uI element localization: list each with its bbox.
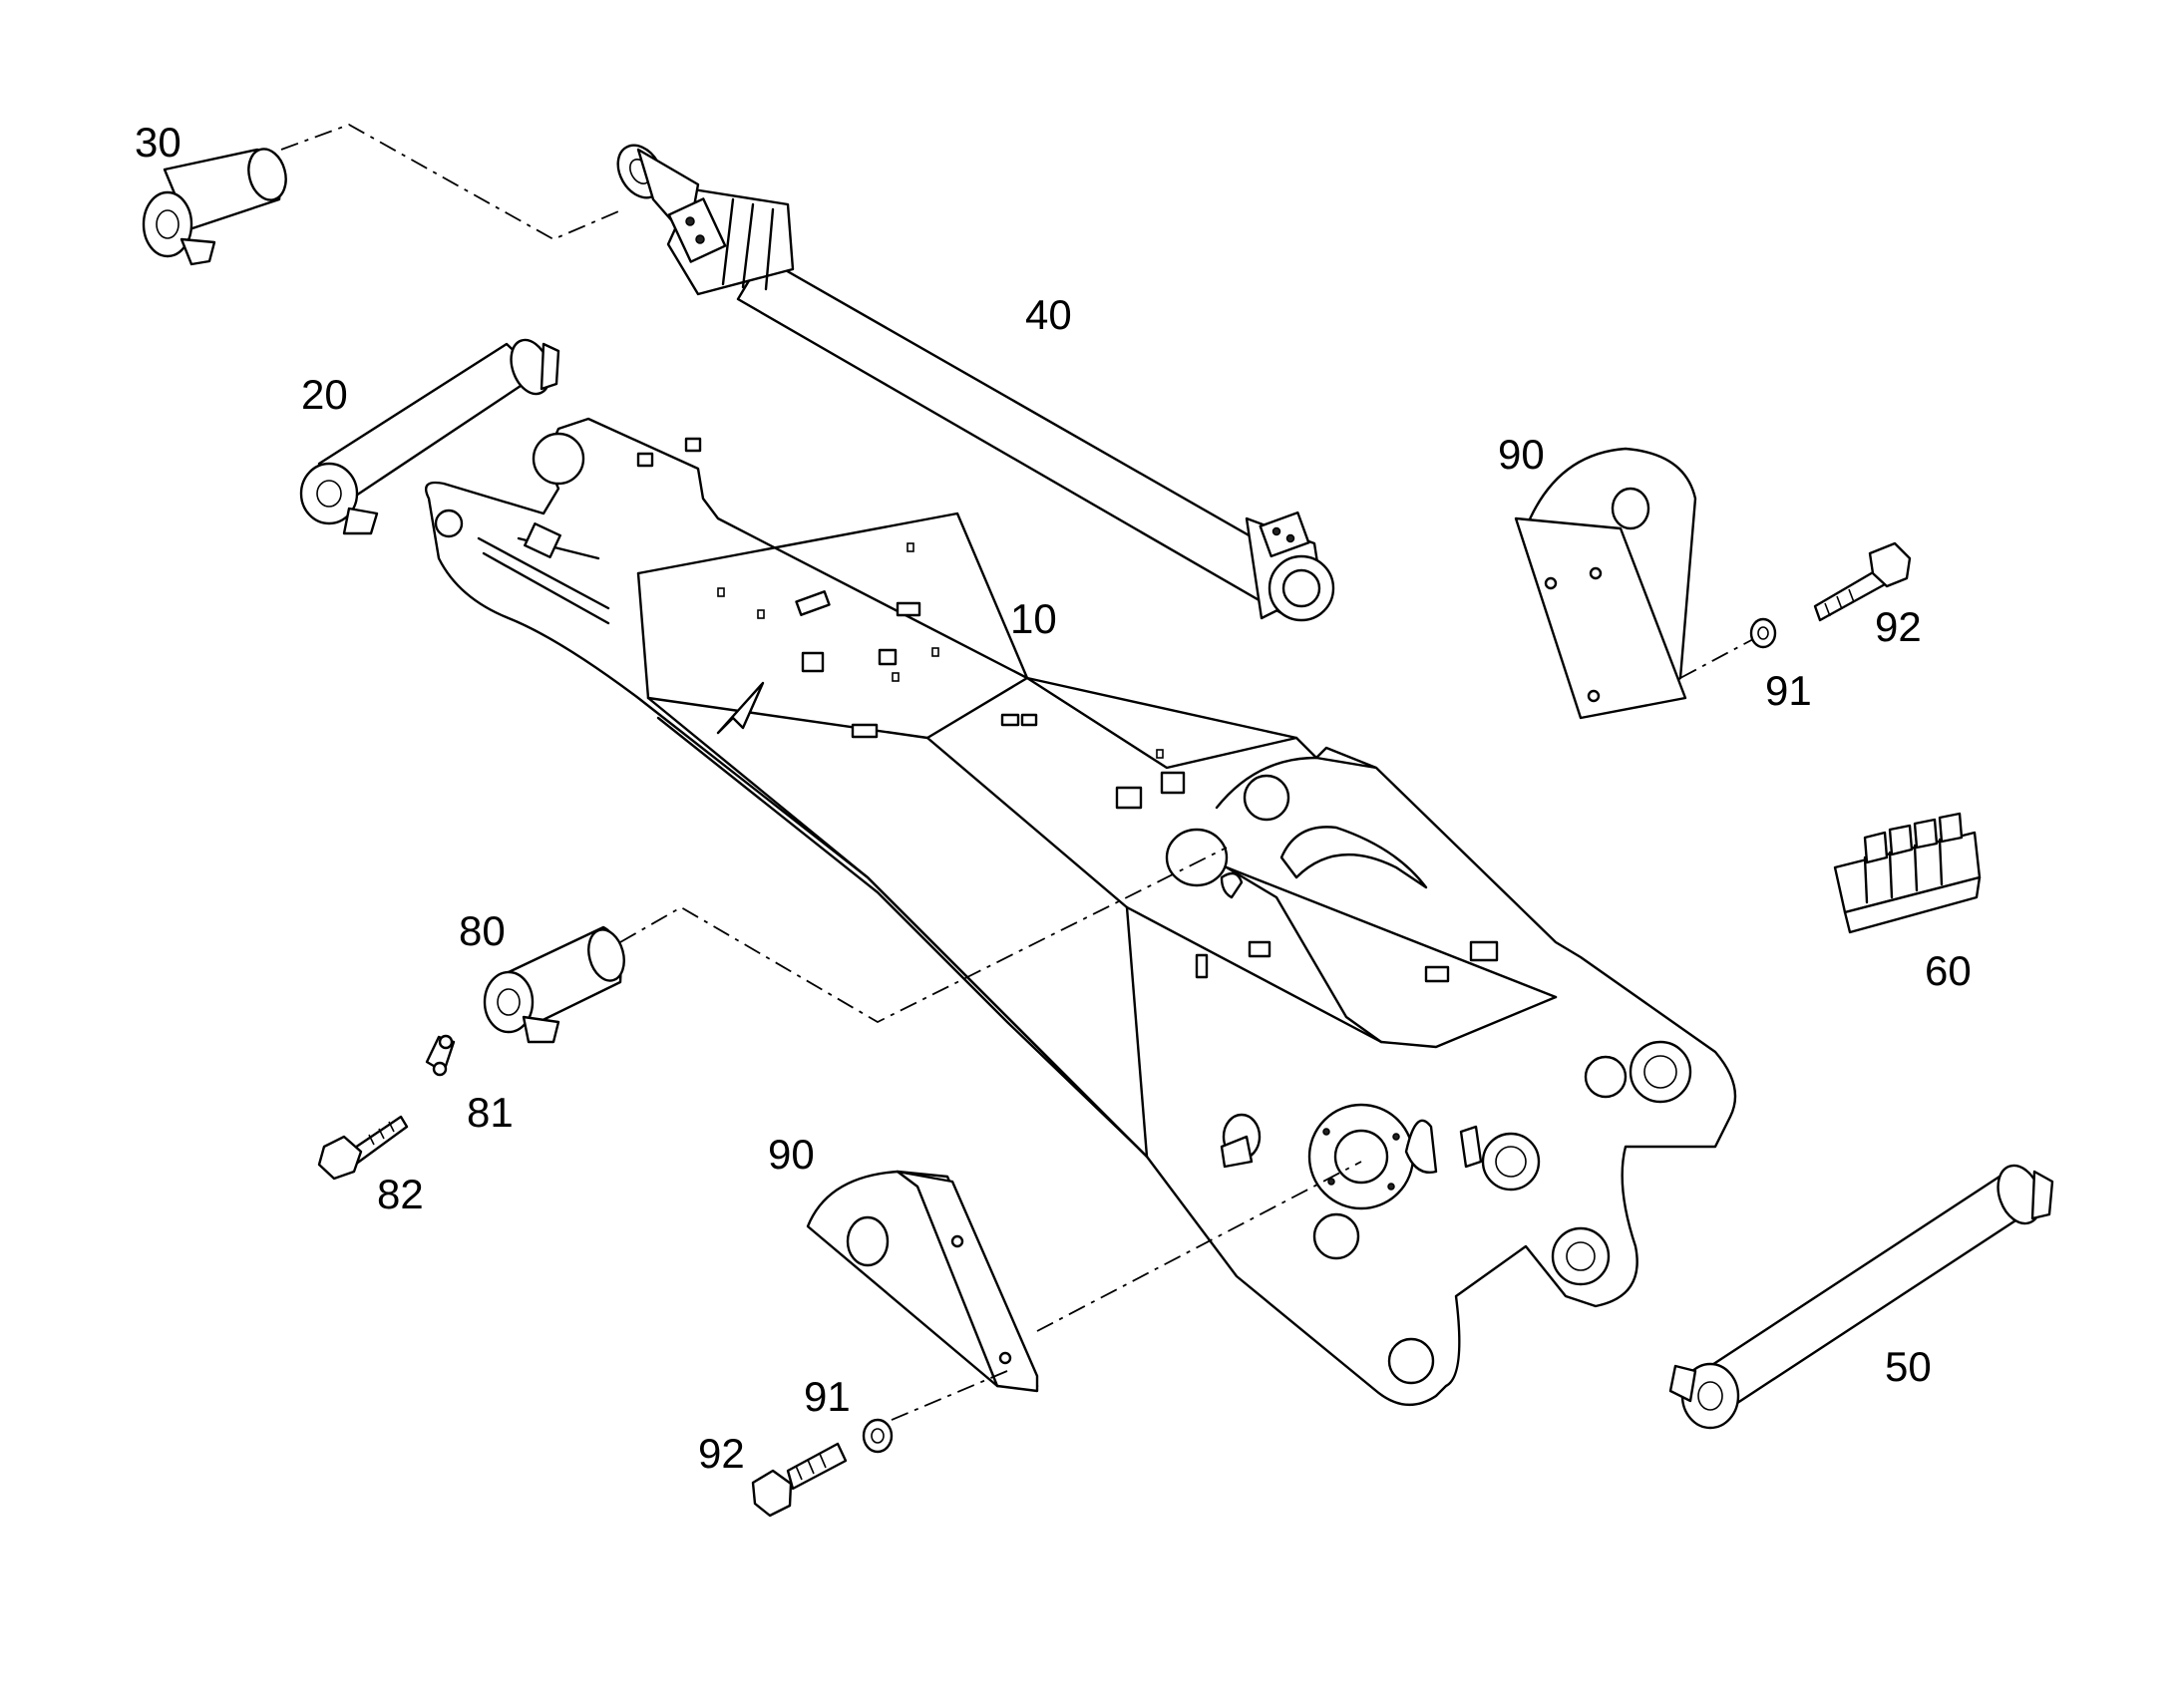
part-30-pin[interactable] (142, 145, 291, 266)
callout-10: 10 (1010, 595, 1057, 642)
callout-50: 50 (1885, 1343, 1932, 1390)
leader-line-bracket-arm (1036, 1161, 1362, 1332)
part-81-retaining-plate[interactable] (425, 1034, 456, 1077)
part-50-long-pin[interactable] (1668, 1160, 2054, 1430)
callout-91-lower: 91 (804, 1373, 851, 1420)
leader-line-91-upper (1679, 637, 1756, 679)
leader-line-80 (619, 847, 1228, 1024)
part-60-connector-block[interactable] (1833, 812, 1982, 934)
callout-20: 20 (301, 371, 348, 418)
part-40-hydraulic-cylinder[interactable] (609, 138, 1335, 622)
callout-60: 60 (1925, 947, 1972, 994)
callout-90-lower: 90 (768, 1131, 815, 1178)
callout-82: 82 (377, 1171, 424, 1217)
part-92-bolt-lower[interactable] (751, 1442, 848, 1518)
callout-80: 80 (459, 907, 506, 954)
part-10-boom-arm[interactable] (424, 417, 1737, 1407)
callout-81: 81 (467, 1089, 514, 1136)
part-82-bolt[interactable] (317, 1115, 409, 1181)
part-90-bracket-lower[interactable] (806, 1170, 1039, 1393)
callout-40: 40 (1025, 291, 1072, 338)
leader-line-91-lower (877, 1370, 1008, 1427)
part-80-pin[interactable] (483, 925, 629, 1044)
part-92-bolt-upper[interactable] (1813, 541, 1912, 622)
part-91-washer-lower[interactable] (862, 1418, 894, 1454)
callout-90-upper: 90 (1498, 431, 1545, 478)
callout-92-upper: 92 (1875, 603, 1922, 650)
part-91-washer-upper[interactable] (1749, 617, 1777, 649)
callout-92-lower: 92 (698, 1430, 745, 1477)
callout-91-upper: 91 (1765, 667, 1812, 714)
part-20-long-pin[interactable] (299, 335, 560, 535)
part-90-bracket-upper[interactable] (1514, 447, 1697, 720)
callout-30: 30 (135, 119, 182, 166)
leader-line-30 (280, 124, 624, 241)
